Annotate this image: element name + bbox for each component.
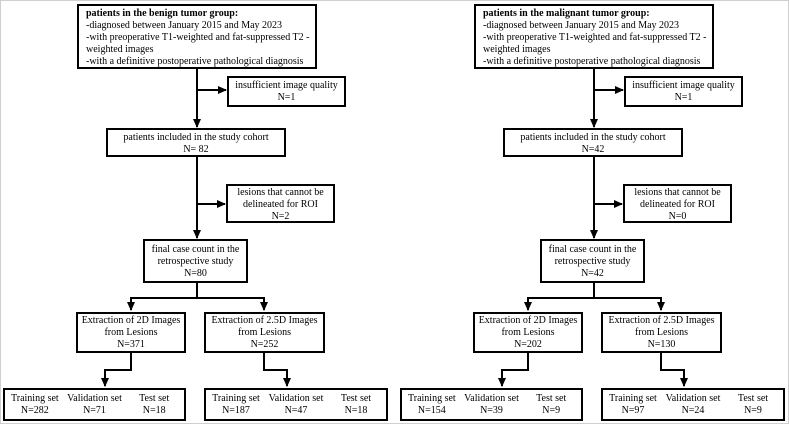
- criteria-title: patients in the malignant tumor group:: [483, 8, 650, 19]
- set-label: Test set: [737, 393, 769, 404]
- set-label: Validation set: [268, 393, 324, 404]
- box-label: final case count in the retrospective st…: [151, 244, 240, 267]
- criteria-line: -diagnosed between January 2015 and May …: [86, 20, 283, 31]
- set-label: Training set: [609, 393, 657, 404]
- set-n: N=9: [744, 405, 762, 416]
- set-label: Validation set: [67, 393, 122, 404]
- set-n: N=18: [142, 405, 166, 416]
- exclusion-box-roi: lesions that cannot be delineated for RO…: [623, 184, 732, 223]
- box-label: final case count in the retrospective st…: [548, 244, 637, 267]
- validation-set-cell: Validation set N=24: [663, 390, 723, 417]
- test-set-cell: Test set N=9: [723, 390, 783, 417]
- box-label: insufficient image quality: [235, 80, 338, 91]
- box-n: N=1: [277, 92, 296, 103]
- exclusion-box-image-quality: insufficient image quality N=1: [624, 76, 743, 107]
- validation-set-cell: Validation set N=71: [65, 390, 125, 417]
- flowchart-panel-benign: patients in the benign tumor group: -dia…: [0, 0, 394, 424]
- box-label: Extraction of 2D Images from Lesions: [81, 315, 181, 338]
- inclusion-criteria-box: patients in the benign tumor group: -dia…: [77, 4, 317, 69]
- training-set-cell: Training set N=187: [206, 390, 266, 417]
- final-case-count-box: final case count in the retrospective st…: [143, 239, 248, 283]
- box-label: lesions that cannot be delineated for RO…: [237, 187, 324, 210]
- box-n: N=42: [581, 144, 605, 155]
- criteria-line: weighted images: [86, 44, 154, 55]
- split-box-25d: Training set N=187 Validation set N=47 T…: [204, 388, 388, 421]
- box-n: N=42: [581, 268, 604, 279]
- test-set-cell: Test set N=18: [124, 390, 184, 417]
- study-cohort-box: patients included in the study cohort N=…: [106, 128, 286, 157]
- set-label: Training set: [212, 393, 260, 404]
- set-n: N=9: [542, 405, 561, 416]
- set-label: Validation set: [464, 393, 519, 404]
- training-set-cell: Training set N=282: [5, 390, 65, 417]
- training-set-cell: Training set N=154: [402, 390, 462, 417]
- box-label: lesions that cannot be delineated for RO…: [634, 187, 721, 210]
- final-case-count-box: final case count in the retrospective st…: [540, 239, 645, 283]
- flowchart-panel-malignant: patients in the malignant tumor group: -…: [397, 0, 789, 424]
- set-n: N=18: [344, 405, 368, 416]
- split-box-2d: Training set N=282 Validation set N=71 T…: [3, 388, 186, 421]
- box-label: Extraction of 2.5D Images from Lesions: [211, 315, 318, 338]
- set-n: N=187: [222, 405, 250, 416]
- extraction-25d-box: Extraction of 2.5D Images from Lesions N…: [204, 312, 325, 353]
- validation-set-cell: Validation set N=39: [462, 390, 522, 417]
- set-label: Validation set: [665, 393, 721, 404]
- test-set-cell: Test set N=18: [326, 390, 386, 417]
- set-n: N=97: [621, 405, 645, 416]
- criteria-title: patients in the benign tumor group:: [86, 8, 239, 19]
- box-n: N=252: [250, 339, 279, 350]
- set-label: Training set: [407, 393, 456, 404]
- box-n: N=371: [117, 339, 145, 350]
- box-n: N=1: [674, 92, 693, 103]
- box-label: Extraction of 2D Images from Lesions: [478, 315, 578, 338]
- box-n: N=202: [514, 339, 542, 350]
- extraction-25d-box: Extraction of 2.5D Images from Lesions N…: [601, 312, 722, 353]
- training-set-cell: Training set N=97: [603, 390, 663, 417]
- set-n: N=24: [681, 405, 705, 416]
- split-box-25d: Training set N=97 Validation set N=24 Te…: [601, 388, 785, 421]
- box-label: patients included in the study cohort: [123, 132, 269, 143]
- criteria-line: -with a definitive postoperative patholo…: [483, 56, 701, 67]
- set-n: N=47: [284, 405, 308, 416]
- test-set-cell: Test set N=9: [521, 390, 581, 417]
- validation-set-cell: Validation set N=47: [266, 390, 326, 417]
- extraction-2d-box: Extraction of 2D Images from Lesions N=3…: [76, 312, 186, 353]
- box-n: N=130: [647, 339, 676, 350]
- criteria-line: -with preoperative T1-weighted and fat-s…: [483, 32, 707, 43]
- set-n: N=154: [417, 405, 446, 416]
- criteria-line: weighted images: [483, 44, 551, 55]
- criteria-line: -with a definitive postoperative patholo…: [86, 56, 304, 67]
- criteria-line: -with preoperative T1-weighted and fat-s…: [86, 32, 310, 43]
- study-cohort-box: patients included in the study cohort N=…: [503, 128, 683, 157]
- criteria-line: -diagnosed between January 2015 and May …: [483, 20, 680, 31]
- exclusion-box-roi: lesions that cannot be delineated for RO…: [226, 184, 335, 223]
- inclusion-criteria-box: patients in the malignant tumor group: -…: [474, 4, 714, 69]
- box-label: insufficient image quality: [632, 80, 735, 91]
- box-label: Extraction of 2.5D Images from Lesions: [608, 315, 715, 338]
- box-n: N= 82: [183, 144, 209, 155]
- split-box-2d: Training set N=154 Validation set N=39 T…: [400, 388, 583, 421]
- set-n: N=71: [83, 405, 106, 416]
- set-n: N=282: [20, 405, 49, 416]
- extraction-2d-box: Extraction of 2D Images from Lesions N=2…: [473, 312, 583, 353]
- box-label: patients included in the study cohort: [520, 132, 666, 143]
- set-n: N=39: [480, 405, 503, 416]
- set-label: Test set: [536, 393, 567, 404]
- set-label: Test set: [340, 393, 372, 404]
- box-n: N=80: [184, 268, 207, 279]
- set-label: Test set: [139, 393, 170, 404]
- exclusion-box-image-quality: insufficient image quality N=1: [227, 76, 346, 107]
- box-n: N=2: [271, 211, 290, 222]
- set-label: Training set: [10, 393, 59, 404]
- box-n: N=0: [668, 211, 687, 222]
